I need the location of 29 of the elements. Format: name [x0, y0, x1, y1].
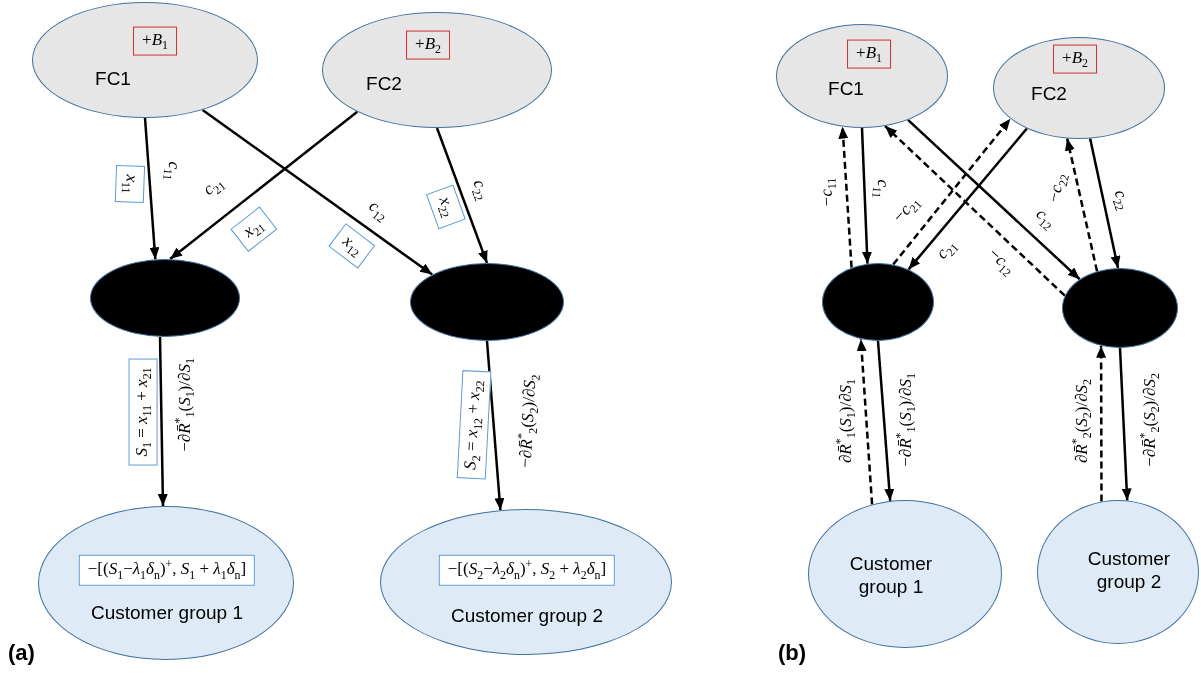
arrow: [1088, 138, 1121, 269]
arrow: [1118, 347, 1132, 501]
formula-box: −[(S$_{2}$−λ$_{2}$δ$_{n}$)$^{+}$, S$_{2}$ + λ$_{2}$δ$_{n}$]: [438, 554, 616, 586]
dashed-arrow: [838, 126, 853, 268]
arrow: [143, 117, 160, 260]
node-label: FC1: [94, 67, 132, 91]
dashed-arrow: [1064, 138, 1099, 272]
arrow: [157, 336, 168, 507]
arrow: [860, 127, 872, 264]
node-label: FC2: [365, 72, 403, 96]
arrow: [201, 108, 433, 276]
node-label: Customer group 2: [1086, 548, 1172, 594]
dashed-arrow: [884, 125, 1066, 297]
node-label: Customer group 2: [449, 604, 605, 628]
formula-box: −[(S$_{1}$−λ$_{1}$δ$_{n}$)$^{+}$, S$_{1}$ + λ$_{1}$δ$_{n}$]: [78, 554, 256, 586]
arrow: [907, 119, 1081, 281]
node-label: FC1: [827, 77, 865, 101]
panel-label: (b): [778, 640, 807, 666]
arrow: [907, 127, 1028, 271]
arrow: [485, 340, 505, 511]
arrow: [876, 340, 895, 501]
node-label: Customer group 1: [89, 601, 245, 625]
dashed-arrow: [1096, 345, 1107, 502]
dashed-arrow: [856, 339, 874, 505]
node-label: Customer group 1: [848, 553, 934, 599]
arrow: [435, 127, 489, 264]
node-label: FC2: [1030, 82, 1068, 106]
panel-label: (a): [8, 640, 35, 666]
arrow: [169, 110, 359, 261]
